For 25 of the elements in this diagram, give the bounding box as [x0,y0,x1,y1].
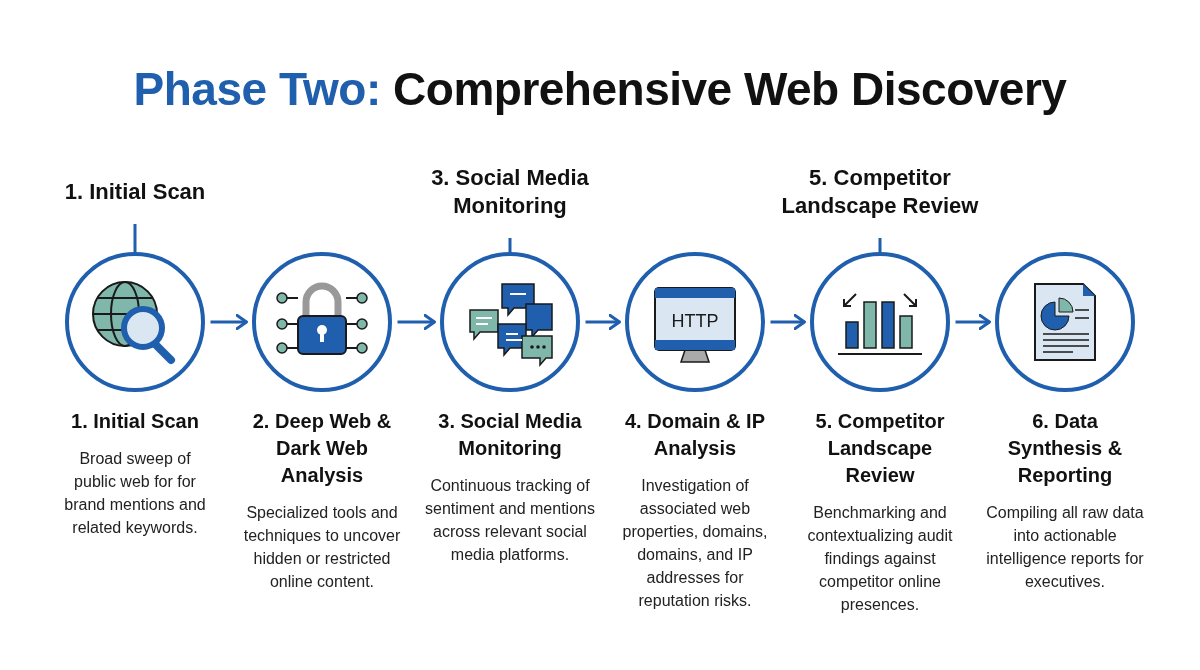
step-description: Continuous tracking of sentiment and mentions across relevant social media platforms. [424,476,596,565]
step-heading: 5. Competitor Landscape Review [814,409,946,488]
step-heading: 4. Domain & IP Analysis [624,409,766,461]
step-heading: 3. Social Media Monitoring [437,409,583,461]
leader-line [508,238,512,253]
leader-line [878,238,882,253]
step-description: Investigation of associated web properties, domains, domains, and IP addresses for reputation risks. [621,476,769,611]
title: Phase Two: Comprehensive Web Discovery [132,62,1068,116]
step-description: Broad sweep of public web for for brand mentions and related keywords. [63,449,207,538]
step-heading: 2. Deep Web & Dark Web Analysis [251,409,393,488]
http-text: HTTP [671,311,719,331]
step-description: Compiling all raw data into actionable intelligence reports for executives. [985,503,1145,592]
step-heading: 6. Data Synthesis & Reporting [1006,409,1124,488]
arrow [585,313,621,331]
step-description: Specialized tools and techniques to uncover hidden or restricted online content. [242,503,402,592]
step-description: Benchmarking and contextualizing audit findings against competitor online presences. [806,503,954,615]
step-heading: 1. Initial Scan [70,409,200,434]
step-label: 3. Social Media Monitoring [410,164,610,220]
arrow [770,313,806,331]
arrow [397,313,436,331]
arrow [210,313,248,331]
step-label: 1. Initial Scan [35,178,235,206]
arrow [955,313,991,331]
step-label: 5. Competitor Landscape Review [765,164,995,220]
leader-line [133,224,137,253]
